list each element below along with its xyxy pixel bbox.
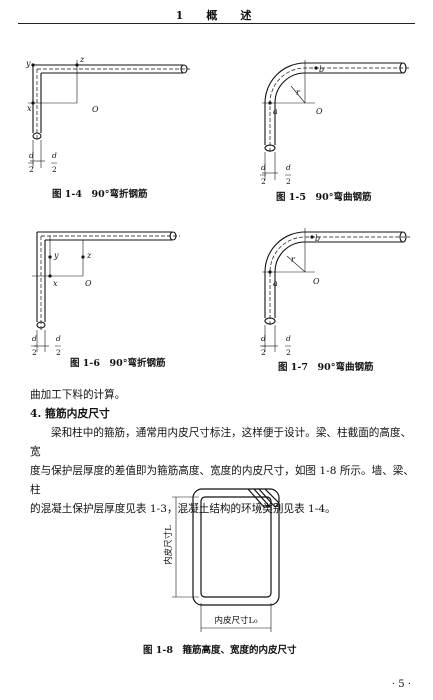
- centerline: [269, 67, 410, 152]
- label-z: z: [86, 251, 92, 260]
- dim-num-right: d: [56, 334, 61, 343]
- label-z: z: [79, 55, 85, 64]
- dim-num-left: d: [29, 151, 34, 160]
- label-b: b: [319, 65, 324, 74]
- label-y: y: [53, 251, 59, 260]
- section-heading: 4. 箍筋内皮尺寸: [30, 407, 110, 420]
- page-number: · 5 ·: [391, 679, 411, 690]
- label-o: O: [316, 107, 323, 116]
- dim-den-right: 2: [286, 177, 291, 186]
- centerline: [36, 68, 190, 140]
- label-a: a: [273, 107, 278, 116]
- dim-num-left: d: [261, 334, 266, 343]
- label-r: r: [291, 255, 296, 264]
- points: [48, 255, 85, 278]
- chapter-title: 1 概 述: [175, 9, 258, 22]
- bar-shape: [36, 231, 177, 329]
- stirrup-shape: [192, 488, 280, 606]
- label-o: O: [313, 277, 320, 286]
- paragraph-line-1: 梁和柱中的箍筋，通常用内皮尺寸标注，这样便于设计。梁、柱截面的高度、宽: [30, 427, 412, 458]
- figure-1-8: 内皮尺寸L 内皮尺寸L₀: [163, 488, 280, 632]
- text-continuation: 曲加工下料的计算。: [30, 389, 126, 401]
- paragraph-line-2: 度与保护层厚度的差值即为箍筋高度、宽度的内皮尺寸，如图 1-8 所示。墙、梁、柱: [30, 465, 414, 496]
- label-x: x: [53, 279, 58, 288]
- height-dimension-label: 内皮尺寸L: [163, 525, 174, 565]
- dimension-lines: [172, 496, 272, 632]
- points: [31, 63, 79, 105]
- figure-1-6: y z x O d 2 d 2: [31, 231, 180, 357]
- dim-den-left: 2: [32, 348, 37, 357]
- points: [268, 235, 314, 274]
- label-o: O: [85, 279, 92, 288]
- points: [268, 66, 318, 105]
- figure-1-5: b r a O d 2 d 2: [260, 60, 410, 186]
- centerline: [40, 235, 180, 330]
- label-r: r: [296, 88, 301, 97]
- dim-den-left: 2: [29, 165, 34, 174]
- figure-1-7: b r a O d 2 d 2: [260, 228, 410, 357]
- paragraph-line-3: 的混凝土保护层厚度见表 1-3，混凝土结构的环境类别见表 1-4。: [30, 503, 336, 515]
- dim-num-right: d: [286, 334, 291, 343]
- caption-fig-1-7: 图 1-7 90°弯曲钢筋: [278, 362, 374, 373]
- label-y: y: [25, 59, 31, 68]
- dim-num-right: d: [52, 151, 57, 160]
- dim-den-left: 2: [261, 177, 266, 186]
- paragraph: 梁和柱中的箍筋，通常用内皮尺寸标注，这样便于设计。梁、柱截面的高度、宽 度与保护…: [30, 424, 415, 519]
- dim-num-left: d: [261, 163, 266, 172]
- caption-fig-1-5: 图 1-5 90°弯曲钢筋: [276, 192, 372, 203]
- dim-den-left: 2: [261, 348, 266, 357]
- dim-den-right: 2: [286, 348, 291, 357]
- bar-shape: [264, 231, 407, 325]
- label-x: x: [27, 104, 32, 113]
- centerline: [269, 236, 410, 325]
- caption-fig-1-6: 图 1-6 90°弯折钢筋: [70, 358, 166, 369]
- bar-shape: [264, 62, 407, 152]
- figure-1-4: y z x O d 2 d 2: [25, 55, 190, 174]
- header-rule: [18, 23, 415, 24]
- dim-den-right: 2: [56, 348, 61, 357]
- running-header: 1 概 述: [0, 0, 433, 24]
- dim-num-left: d: [32, 334, 37, 343]
- label-b: b: [315, 234, 320, 243]
- label-a: a: [273, 279, 278, 288]
- width-dimension-label: 内皮尺寸L₀: [214, 615, 258, 626]
- construction-lines: [28, 60, 78, 168]
- caption-fig-1-4: 图 1-4 90°弯折钢筋: [52, 189, 148, 200]
- caption-fig-1-8: 图 1-8 箍筋高度、宽度的内皮尺寸: [143, 645, 297, 656]
- dim-den-right: 2: [52, 165, 57, 174]
- dim-num-right: d: [286, 163, 291, 172]
- label-o: O: [92, 105, 99, 114]
